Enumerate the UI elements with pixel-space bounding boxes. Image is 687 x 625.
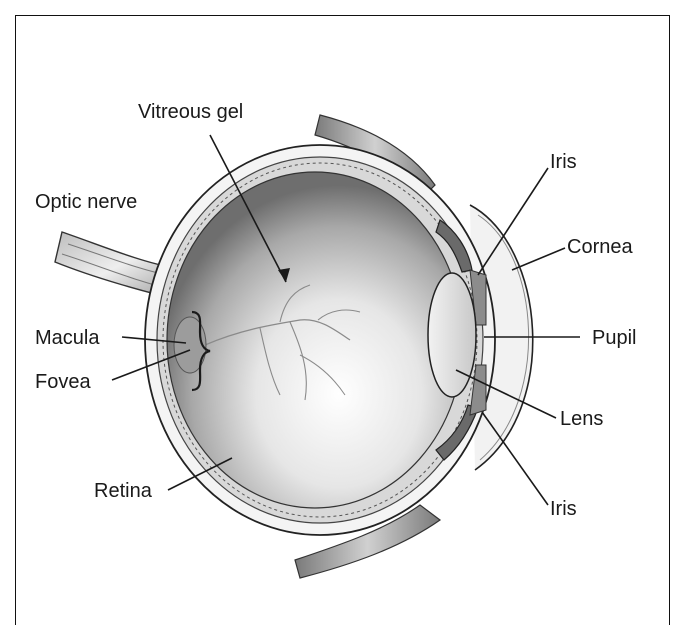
lens-shape [428,273,476,397]
label-cornea: Cornea [567,236,633,258]
leader-cornea [512,248,565,270]
label-pupil: Pupil [592,327,636,349]
label-macula: Macula [35,327,100,349]
label-vitreous-gel: Vitreous gel [138,101,243,123]
label-iris-top: Iris [550,151,577,173]
label-optic-nerve: Optic nerve [35,191,137,213]
vitreous-body-shape [167,172,463,508]
label-iris-bottom: Iris [550,498,577,520]
label-lens: Lens [560,408,603,430]
label-fovea: Fovea [35,371,91,393]
label-retina: Retina [94,480,153,502]
leader-iris-bottom [482,412,548,505]
